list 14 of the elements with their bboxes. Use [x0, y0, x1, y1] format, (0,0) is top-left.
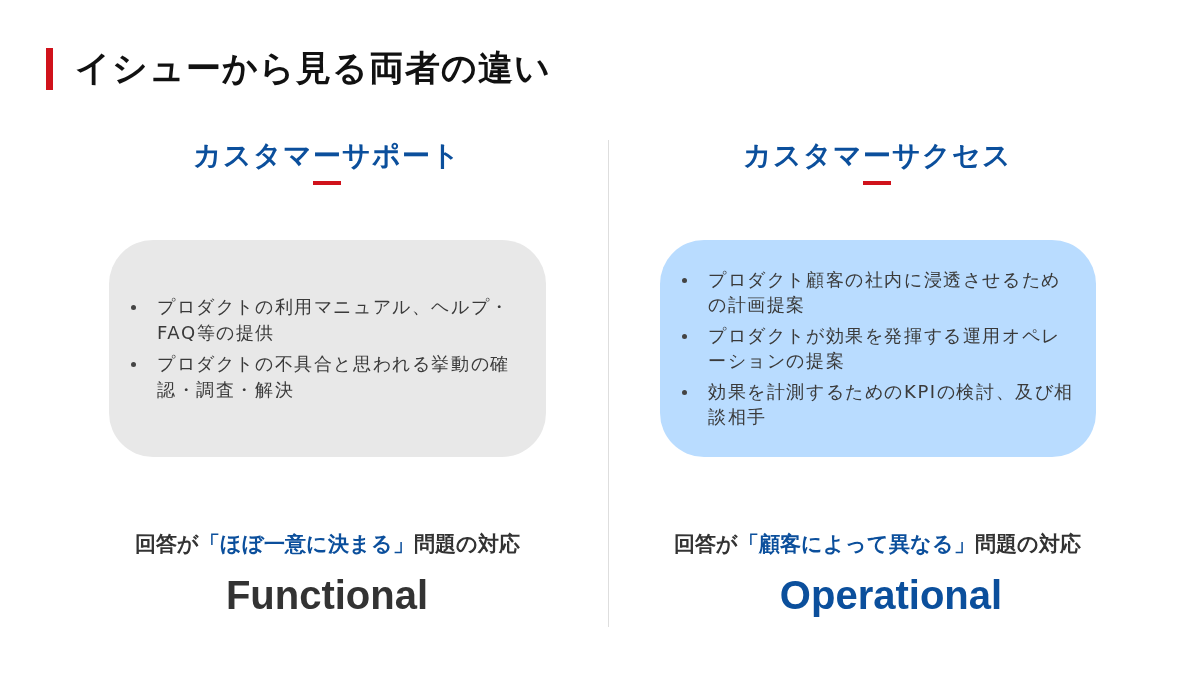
- description-text: 回答が「顧客によって異なる」問題の対応: [673, 532, 1081, 558]
- description-text: 回答が「ほぼ一意に決まる」問題の対応: [134, 532, 520, 558]
- bullet-text: プロダクトの利用マニュアル、ヘルプ・FAQ等の提供: [157, 295, 511, 345]
- slide-title: イシューから見る両者の違い: [75, 47, 551, 89]
- category-label: Functional: [225, 572, 429, 618]
- rounded-card: [109, 240, 546, 457]
- bullet-text: プロダクトの不具合と思われる挙動の確認・調査・解決: [157, 352, 511, 402]
- bullet-text: 効果を計測するためのKPIの検討、及び相談相手: [708, 380, 1074, 429]
- rounded-card: [660, 240, 1096, 457]
- category-label: Operational: [779, 572, 1003, 618]
- bullet-text: プロダクトが効果を発揮する運用オペレーションの提案: [708, 324, 1062, 373]
- bullet-text: プロダクト顧客の社内に浸透させるための計画提案: [708, 268, 1062, 317]
- column-heading: カスタマーサポート: [193, 139, 461, 173]
- column-heading: カスタマーサクセス: [742, 139, 1012, 173]
